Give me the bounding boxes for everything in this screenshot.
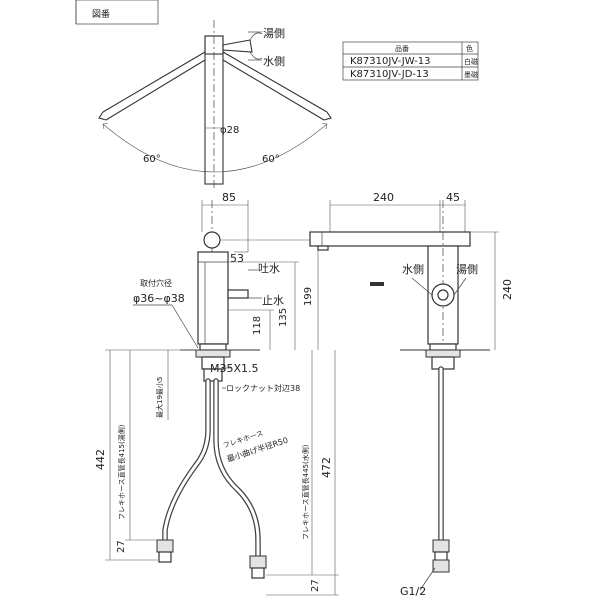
angle-right-label: 60° — [262, 154, 280, 165]
title-block: 図番 — [75, 0, 159, 25]
top-cold-label: 水側 — [263, 55, 285, 68]
dim-135: 135 — [278, 308, 289, 327]
dim-199: 199 — [303, 287, 314, 306]
stop-label: 止水 — [262, 294, 284, 307]
product-table: 品番 色 K87310JV-JW-13 白磁 K87310JV-JD-13 墨磁 — [342, 41, 479, 81]
dim-472: 472 — [320, 457, 333, 478]
hot-hose — [162, 378, 211, 548]
side-dim-45: 45 — [446, 191, 460, 204]
front-view: 85 53 吐水 止水 118 135 199 取付穴径 — [94, 191, 339, 596]
locknut-label: ロックナット対辺38 — [226, 383, 300, 393]
product-code-1: K87310JV-JW-13 — [350, 56, 431, 67]
thread-label: M35X1.5 — [210, 362, 259, 375]
side-hot-label: 湯側 — [456, 263, 478, 276]
mount-hole-value: φ36~φ38 — [133, 292, 185, 305]
product-color-2: 墨磁 — [464, 70, 478, 79]
product-table-header-color: 色 — [466, 44, 473, 53]
top-view: 60° 60° φ28 湯側 水側 — [98, 20, 332, 190]
mount-hole-label: 取付穴径 — [140, 278, 172, 288]
diameter-label: φ28 — [220, 125, 239, 136]
product-table-header-code: 品番 — [395, 45, 409, 53]
angle-left-label: 60° — [143, 154, 161, 165]
dim-85: 85 — [222, 191, 236, 204]
connection-label: G1/2 — [400, 585, 426, 598]
product-code-2: K87310JV-JD-13 — [350, 69, 429, 80]
spout-label: 吐水 — [258, 262, 280, 275]
thickness-label: 最大19最小5 — [155, 377, 164, 418]
hose-cold-length: フレキホース直管長445(水側) — [301, 444, 310, 540]
dim-27-bottom: 27 — [310, 579, 321, 592]
hose-hot-length: フレキホース直管長415(湯側) — [117, 424, 126, 520]
top-hot-label: 湯側 — [263, 27, 285, 40]
title-block-label: 図番 — [92, 8, 110, 20]
dim-118: 118 — [252, 316, 263, 335]
side-dim-240: 240 — [373, 191, 394, 204]
side-dim-240-vertical: 240 — [501, 279, 514, 300]
dim-53: 53 — [230, 252, 244, 265]
dim-27-left: 27 — [116, 540, 127, 553]
side-cold-label: 水側 — [402, 263, 424, 276]
dim-442: 442 — [94, 449, 107, 470]
product-color-1: 白磁 — [464, 57, 478, 66]
side-view: 240 45 水側 湯側 240 G1/2 — [309, 191, 514, 598]
